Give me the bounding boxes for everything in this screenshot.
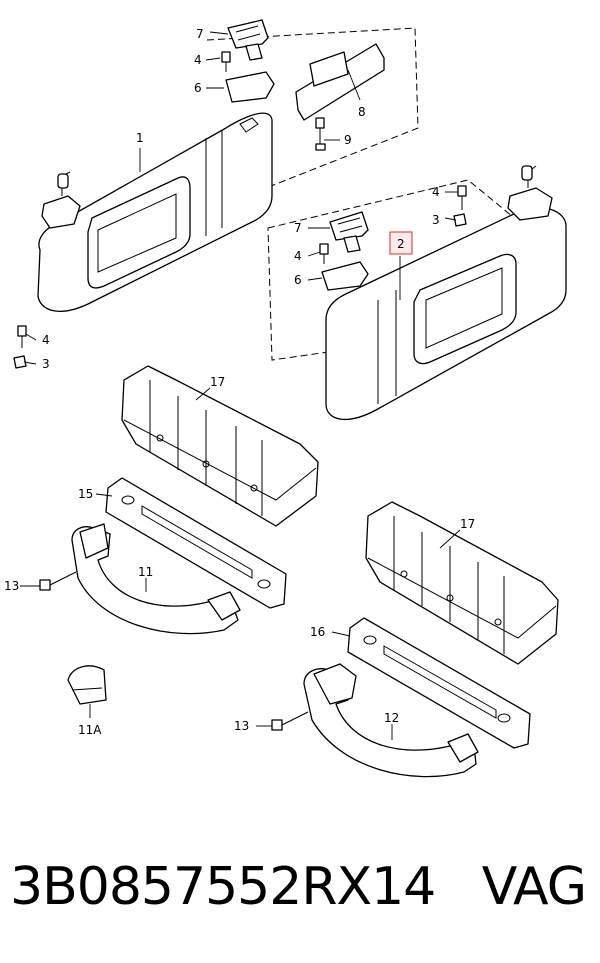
callout-4-mid: 4 (294, 249, 302, 263)
callout-12: 12 (384, 711, 399, 725)
callout-3-right: 3 (432, 213, 440, 227)
callout-7-mid: 7 (294, 221, 302, 235)
callout-9: 9 (344, 133, 352, 147)
callout-15: 15 (78, 487, 93, 501)
sun-visor-left-1 (37, 112, 273, 312)
callout-13-right: 13 (234, 719, 249, 733)
callout-4-top: 4 (194, 53, 202, 67)
callout-17-bottom: 17 (460, 517, 475, 531)
sun-visor-right-2 (325, 165, 567, 420)
parts-diagram: 7 4 6 8 9 1 4 3 4 3 7 4 6 2 17 15 11 13 … (4, 19, 567, 778)
callout-16: 16 (310, 625, 325, 639)
callout-17-top: 17 (210, 375, 225, 389)
callout-1: 1 (136, 131, 144, 145)
screw-4-right (457, 185, 467, 210)
callout-8: 8 (358, 105, 366, 119)
callout-6-top: 6 (194, 81, 202, 95)
grab-handle-11 (71, 523, 241, 635)
callout-4-left: 4 (42, 333, 50, 347)
mounting-plate-16 (347, 617, 531, 749)
energy-absorber-17-bottom (365, 501, 559, 665)
brand-label: VAG (481, 857, 587, 917)
screw-9 (315, 117, 326, 151)
mount-bracket-mid (329, 211, 369, 253)
footer: 3B0857552RX14 VAG (0, 845, 600, 955)
callout-11a: 11A (78, 723, 102, 737)
grab-handle-12 (303, 663, 479, 778)
mount-bracket-top (227, 19, 269, 61)
screw-13-left (39, 571, 77, 591)
callout-3-left: 3 (42, 357, 50, 371)
callout-2: 2 (397, 237, 405, 251)
screw-13-right (271, 711, 309, 731)
nut-3-left (13, 355, 27, 369)
part-number: 3B0857552RX14 (10, 857, 436, 917)
screw-4-top (221, 51, 231, 72)
mirror-cover-8 (295, 43, 385, 121)
callout-11: 11 (138, 565, 153, 579)
clip-6-mid (321, 261, 369, 291)
callout-13-left: 13 (4, 579, 19, 593)
callout-7-top: 7 (196, 27, 204, 41)
screw-4-mid (319, 243, 329, 264)
mounting-plate-15 (105, 477, 287, 609)
screw-4-left (17, 325, 27, 348)
nut-3-right (453, 213, 467, 227)
leader-lines (20, 31, 461, 740)
energy-absorber-17-top (121, 365, 319, 527)
callout-6-mid: 6 (294, 273, 302, 287)
callout-2-highlight (389, 231, 413, 255)
cap-11a (67, 665, 107, 705)
callout-4-right: 4 (432, 185, 440, 199)
clip-6-top (225, 71, 275, 103)
